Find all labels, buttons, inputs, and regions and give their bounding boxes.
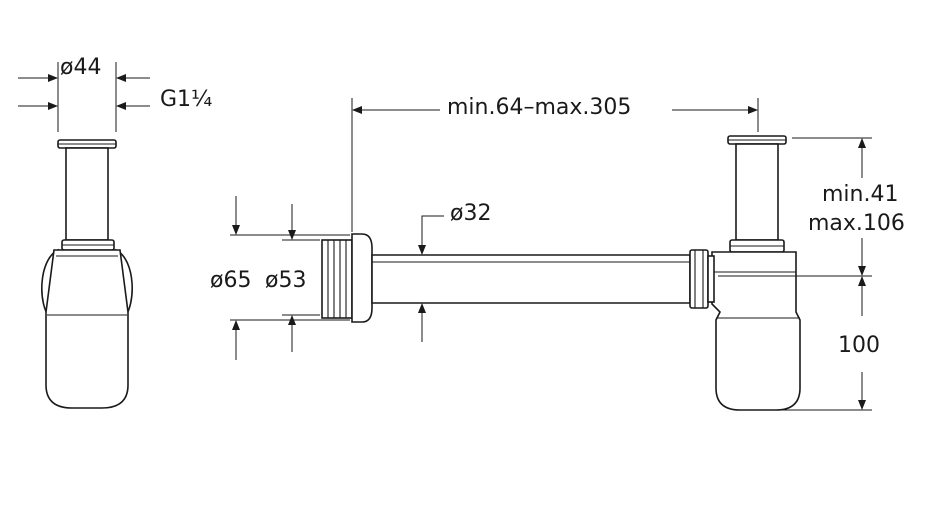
label-inlet-diameter: ø44: [60, 55, 101, 80]
bottle-trap: [689, 135, 801, 411]
label-pipe-diameter: ø32: [450, 201, 491, 226]
label-flange-inner: ø53: [265, 268, 306, 293]
side-view-trap: [41, 139, 133, 409]
dimension-heights: min.41 max.106 100: [718, 137, 905, 411]
label-height-max: max.106: [808, 211, 905, 236]
dimension-flange: ø65 ø53: [210, 196, 350, 360]
dimension-thread: G1¼: [18, 87, 212, 112]
dimension-outlet-length: min.64–max.305: [351, 95, 759, 232]
label-thread: G1¼: [160, 87, 212, 112]
dimension-pipe-diameter: ø32: [418, 201, 491, 342]
label-trap-height: 100: [838, 333, 880, 358]
dimension-inlet-diameter: ø44: [18, 55, 150, 132]
label-outlet-length: min.64–max.305: [447, 95, 631, 120]
label-height-min: min.41: [822, 182, 898, 207]
label-flange-outer: ø65: [210, 268, 251, 293]
wall-flange: [321, 233, 373, 323]
outlet-pipe: [371, 254, 691, 304]
